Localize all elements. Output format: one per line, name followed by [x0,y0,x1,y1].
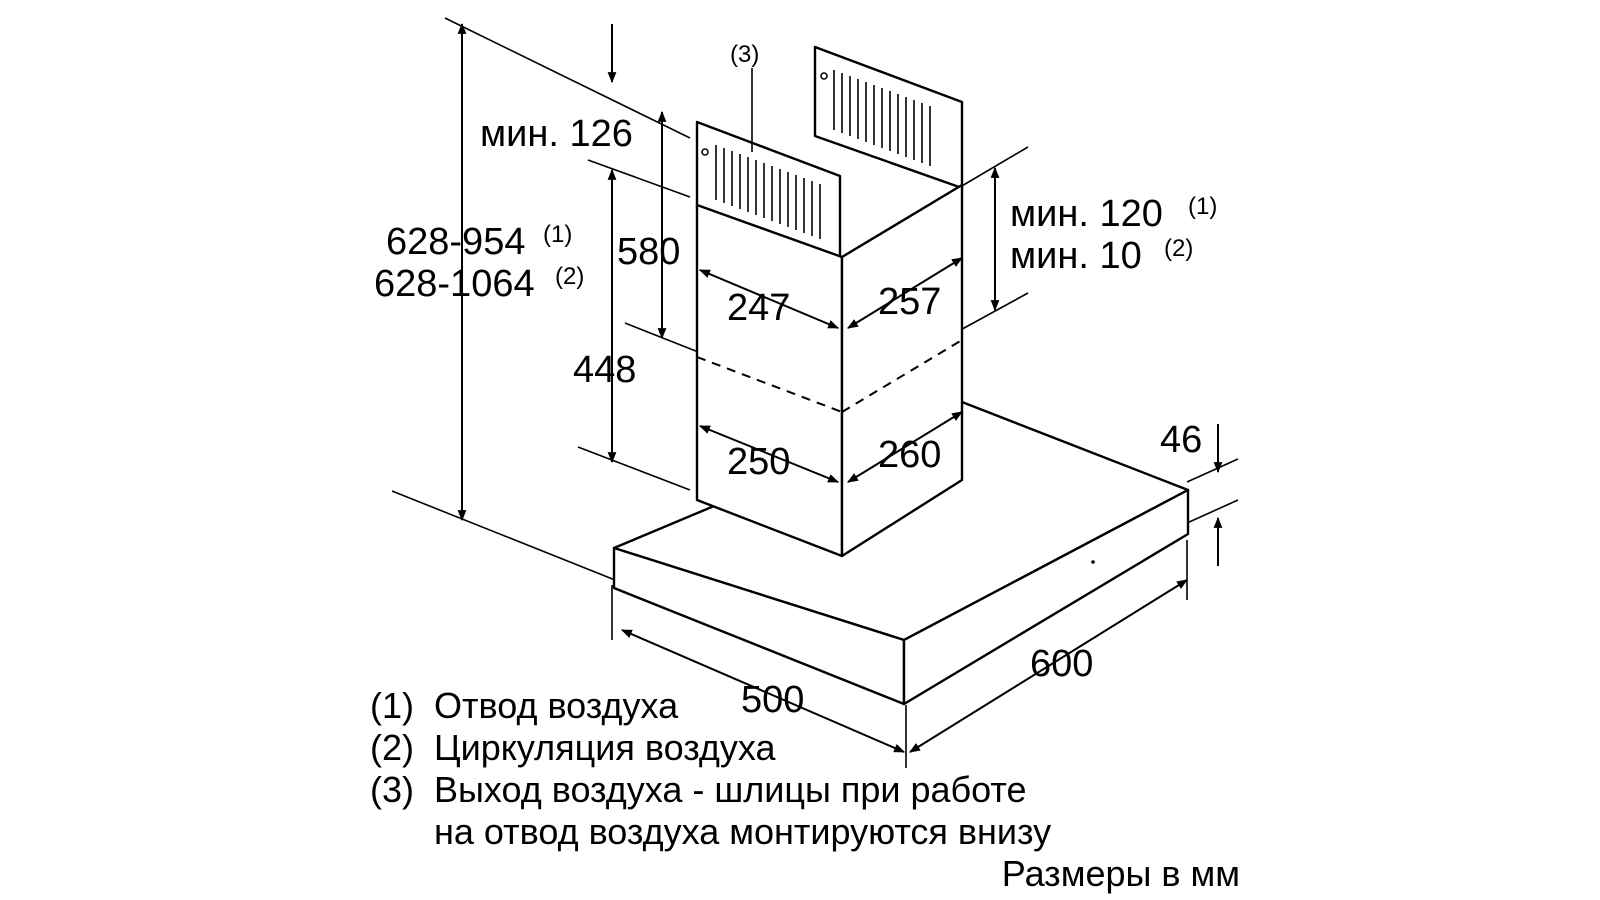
chimney-inner-back [813,45,964,190]
label-min-10-marker: (2) [1164,235,1193,262]
label-260: 260 [878,434,941,476]
air-outlet-slots-back [833,70,931,166]
arrow-260 [847,411,963,483]
chimney-outer-front [695,203,844,558]
air-outlet-slots-front [715,145,821,239]
legend-item1-text: Отвод воздуха [434,685,679,726]
arrow-500 [620,629,906,753]
label-height-range-1: 628-954 [386,221,525,263]
label-height-range-2-marker: (2) [555,263,584,290]
label-580: 580 [617,231,680,273]
legend-units: Размеры в мм [1002,853,1240,894]
label-257: 257 [878,281,941,323]
dimension-labels: мин. 126 628-954 (1) 628-1064 (2) 580 44… [374,41,1217,721]
label-min-120: мин. 120 [1010,193,1163,235]
label-250: 250 [727,441,790,483]
label-height-range-1-marker: (1) [543,221,572,248]
arrow-250 [698,425,840,483]
legend-item2-text: Циркуляция воздуха [434,727,777,768]
indicator-dot [1091,560,1095,564]
screw-hole-front [701,148,709,156]
chimney-joint-front [696,356,843,413]
label-46: 46 [1160,419,1202,461]
label-500: 500 [741,679,804,721]
legend-item2-marker: (2) [370,727,414,768]
label-600: 600 [1030,643,1093,685]
legend-item3-text-line2: на отвод воздуха монтируются внизу [434,811,1051,852]
legend: (1) Отвод воздуха (2) Циркуляция воздуха… [370,685,1240,894]
screw-hole-back [820,72,828,80]
legend-item3-marker: (3) [370,769,414,810]
dimension-arrows [457,22,1223,753]
legend-item1-marker: (1) [370,685,414,726]
label-min-126: мин. 126 [480,113,633,155]
label-247: 247 [727,287,790,329]
label-height-range-2: 628-1064 [374,263,535,305]
arrow-247 [698,269,840,329]
label-min-10: мин. 10 [1010,235,1142,277]
legend-item3-text-line1: Выход воздуха - шлицы при работе [434,769,1027,810]
label-marker-3: (3) [730,41,759,68]
label-448: 448 [573,349,636,391]
label-min-120-marker: (1) [1188,193,1217,220]
arrow-600 [909,579,1188,753]
chimney-joint-side [841,339,963,413]
arrow-257 [847,257,963,329]
